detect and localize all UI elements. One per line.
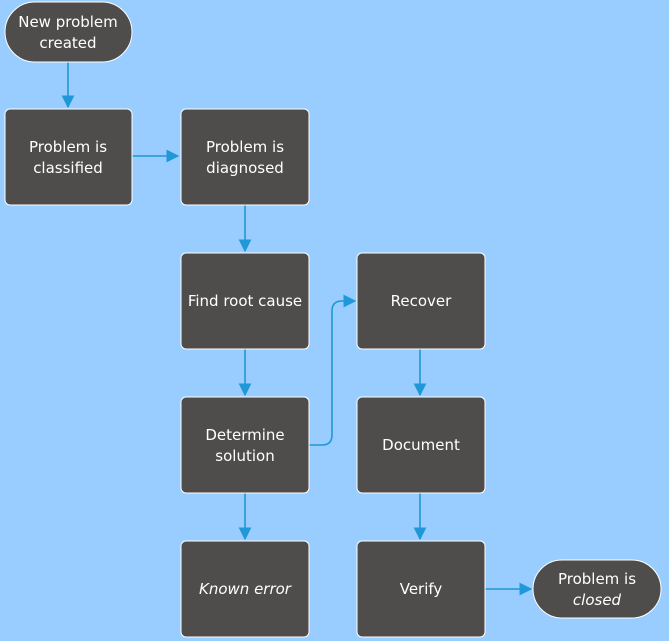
node-problem-closed-line1: Problem is (558, 570, 636, 588)
node-verify: Verify (356, 540, 486, 638)
node-new-problem-created-line2: created (39, 34, 96, 52)
node-determine-solution-line2: solution (215, 447, 274, 465)
connectors (61, 62, 533, 596)
node-problem-diagnosed-line1: Problem is (206, 138, 284, 156)
node-new-problem-created-line1: New problem (18, 13, 118, 31)
node-problem-closed-line2: closed (573, 591, 622, 609)
node-recover-label: Recover (391, 292, 453, 310)
node-determine-solution: Determine solution (180, 396, 310, 494)
node-problem-classified: Problem is classified (4, 108, 133, 206)
node-problem-diagnosed: Problem is diagnosed (180, 108, 310, 206)
node-document: Document (356, 396, 486, 494)
node-problem-classified-line1: Problem is (29, 138, 107, 156)
node-recover: Recover (356, 252, 486, 350)
connector-solution-to-recover (309, 294, 357, 446)
node-determine-solution-line1: Determine (205, 426, 284, 444)
node-known-error: Known error (180, 540, 310, 638)
node-find-root-cause-label: Find root cause (188, 292, 302, 310)
node-document-label: Document (382, 436, 460, 454)
node-verify-label: Verify (400, 580, 443, 598)
node-problem-closed: Problem is closed (532, 559, 662, 619)
node-find-root-cause: Find root cause (180, 252, 310, 350)
node-new-problem-created: New problem created (4, 1, 133, 63)
node-known-error-label: Known error (199, 580, 292, 598)
node-problem-classified-line2: classified (33, 159, 103, 177)
node-problem-diagnosed-line2: diagnosed (206, 159, 284, 177)
